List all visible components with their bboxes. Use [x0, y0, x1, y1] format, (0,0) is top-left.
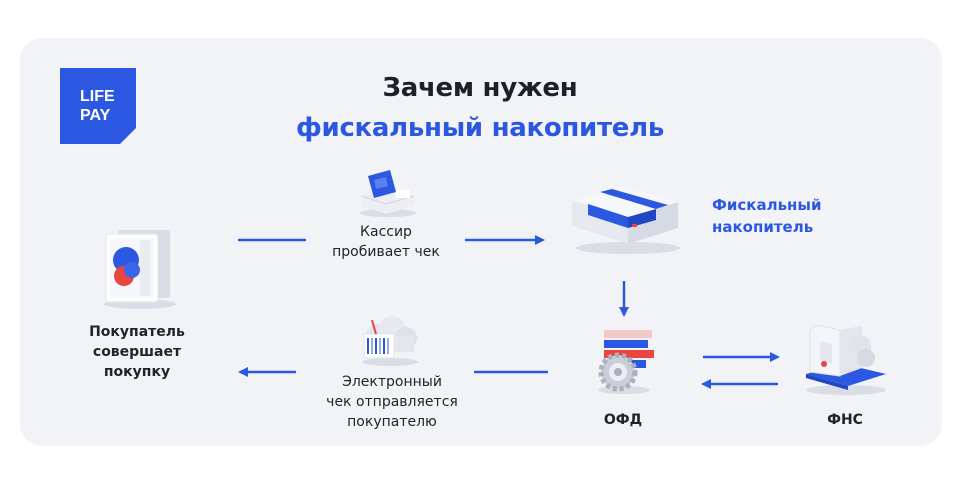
- ofd-gear-icon: [598, 330, 654, 394]
- title-line2: фискальный накопитель: [296, 113, 664, 143]
- fiscal-drive-icon: [572, 186, 680, 254]
- fn-label-line2: накопитель: [712, 218, 814, 236]
- cashier-label: Кассир пробивает чек: [316, 222, 456, 262]
- buyer-label: Покупатель совершает покупку: [78, 322, 196, 382]
- diagram-card: [20, 38, 942, 446]
- fns-building-icon: [806, 325, 886, 395]
- buyer-label-line3: покупку: [103, 364, 171, 380]
- logo-lifepay: LIFE PAY: [60, 68, 136, 144]
- logo-line2: PAY: [80, 107, 111, 124]
- fn-label: Фискальный накопитель: [712, 194, 852, 238]
- ofd-label: ОФД: [603, 412, 643, 428]
- receipt-label-line1: Электронный: [342, 374, 442, 390]
- title-line1: Зачем нужен: [382, 73, 578, 103]
- cashier-label-line1: Кассир: [360, 224, 412, 240]
- buyer-label-line2: совершает: [92, 344, 182, 360]
- receipt-label: Электронный чек отправляется покупателю: [318, 372, 466, 432]
- cash-register-icon: [360, 170, 416, 217]
- fn-label-line1: Фискальный: [712, 196, 822, 214]
- logo-line1: LIFE: [80, 88, 115, 105]
- cashier-label-line2: пробивает чек: [332, 244, 440, 260]
- receipt-doc-icon: [104, 230, 176, 309]
- fns-label: ФНС: [827, 412, 863, 428]
- cloud-receipt-icon: [362, 316, 418, 366]
- receipt-label-line2: чек отправляется: [326, 394, 458, 410]
- buyer-label-line1: Покупатель: [89, 324, 185, 340]
- receipt-label-line3: покупателю: [347, 414, 437, 430]
